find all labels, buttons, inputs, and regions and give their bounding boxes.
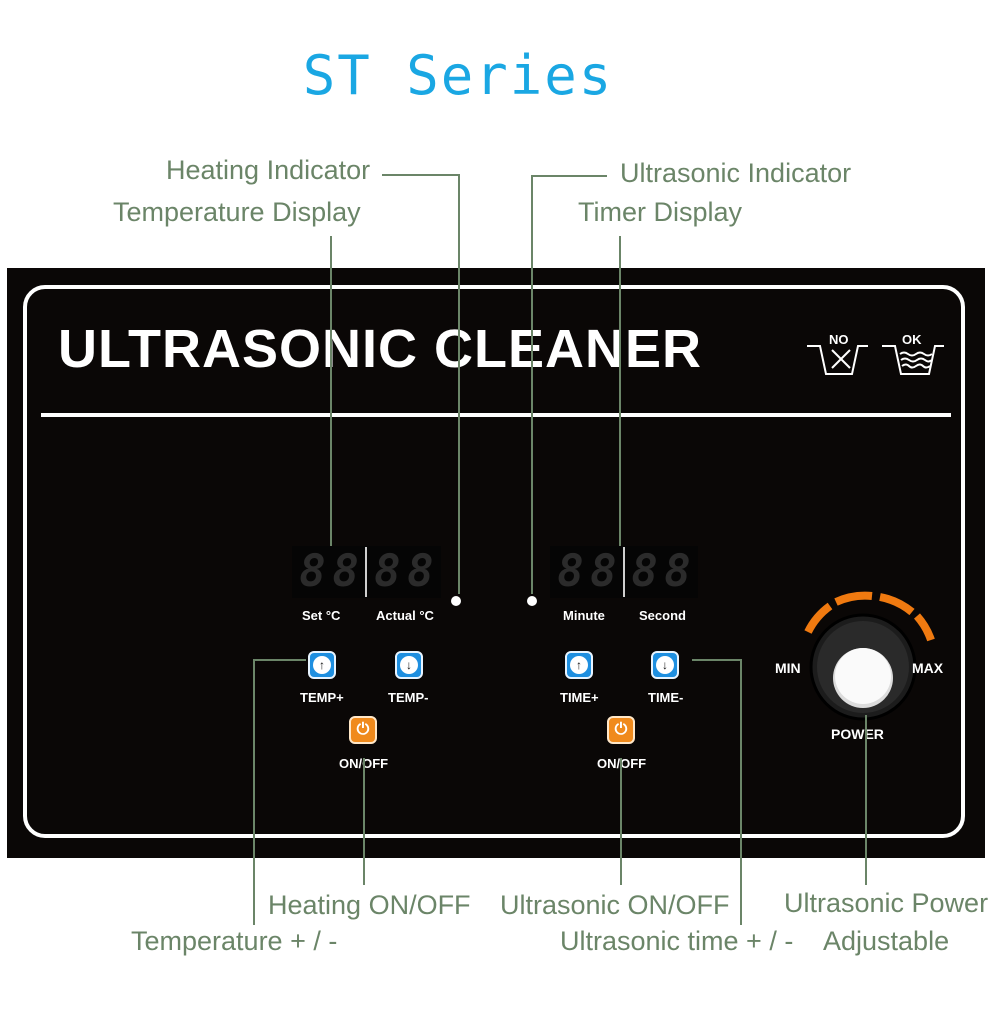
power-icon: ⏻ <box>356 721 370 738</box>
water-no-label: NO <box>829 332 849 347</box>
ultrasonic-onoff-button[interactable]: ⏻ <box>607 716 635 744</box>
heating-onoff-button[interactable]: ⏻ <box>349 716 377 744</box>
time-minus-button[interactable]: ↓ <box>651 651 679 679</box>
water-ok-label: OK <box>902 332 922 347</box>
arrow-up-icon: ↑ <box>570 656 588 674</box>
ultrasonic-onoff-callout: Ultrasonic ON/OFF <box>500 890 730 920</box>
heating-onoff-label: ON/OFF <box>339 756 389 771</box>
temp-digit: 8 <box>332 546 359 597</box>
arrow-up-icon: ↑ <box>313 656 331 674</box>
time-plus-label: TIME+ <box>560 690 599 705</box>
temp-digit: 8 <box>407 546 434 597</box>
time-plus-button[interactable]: ↑ <box>565 651 593 679</box>
ultrasonic-onoff-label: ON/OFF <box>597 756 647 771</box>
timer-digit: 8 <box>664 546 691 597</box>
timer-digit: 8 <box>557 546 584 597</box>
timer-digit: 8 <box>590 546 617 597</box>
temp-plus-button[interactable]: ↑ <box>308 651 336 679</box>
temperature-display-callout: Temperature Display <box>113 197 361 227</box>
set-temp-label: Set °C <box>302 608 341 623</box>
temp-digit: 8 <box>299 546 326 597</box>
temperature-plus-minus-callout: Temperature + / - <box>131 926 338 956</box>
actual-temp-label: Actual °C <box>376 608 434 623</box>
ultrasonic-time-callout: Ultrasonic time + / - <box>560 926 794 956</box>
temperature-display: 8 8 8 8 <box>292 546 441 598</box>
panel-title: ULTRASONIC CLEANER <box>58 319 702 379</box>
temp-minus-button[interactable]: ↓ <box>395 651 423 679</box>
temp-minus-label: TEMP- <box>388 690 429 705</box>
display-separator <box>365 547 368 597</box>
timer-display-callout: Timer Display <box>578 197 743 227</box>
second-label: Second <box>639 608 686 623</box>
ultrasonic-indicator-light <box>527 596 537 606</box>
knob-max-label: MAX <box>912 660 944 676</box>
series-title: ST Series <box>302 44 614 107</box>
minute-label: Minute <box>563 608 605 623</box>
ultrasonic-power-callout: Ultrasonic Power <box>784 888 989 918</box>
adjustable-callout: Adjustable <box>823 926 950 956</box>
panel-frame <box>23 285 965 838</box>
knob-min-label: MIN <box>775 660 801 676</box>
temp-plus-label: TEMP+ <box>300 690 344 705</box>
display-separator <box>622 547 625 597</box>
time-minus-label: TIME- <box>648 690 684 705</box>
arrow-down-icon: ↓ <box>656 656 674 674</box>
timer-digit: 8 <box>631 546 658 597</box>
power-knob[interactable] <box>811 615 915 719</box>
heating-indicator-callout: Heating Indicator <box>166 155 371 185</box>
ultrasonic-indicator-callout: Ultrasonic Indicator <box>620 158 852 188</box>
knob-power-label: POWER <box>831 726 884 742</box>
heating-indicator-light <box>451 596 461 606</box>
arrow-down-icon: ↓ <box>400 656 418 674</box>
temp-digit: 8 <box>374 546 401 597</box>
heating-onoff-callout: Heating ON/OFF <box>268 890 471 920</box>
title-divider <box>41 413 951 417</box>
power-icon: ⏻ <box>614 721 628 738</box>
timer-display: 8 8 8 8 <box>550 546 698 598</box>
